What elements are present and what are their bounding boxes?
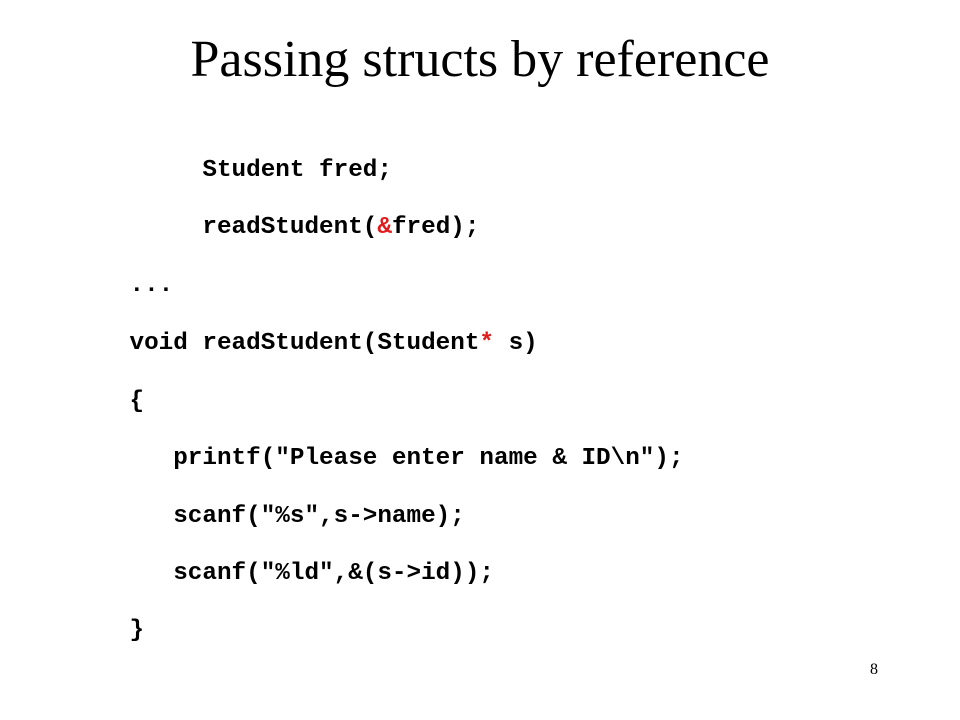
- code-segment: Student fred;: [129, 157, 392, 184]
- code-segment: ...: [129, 272, 174, 299]
- code-line: {: [42, 351, 144, 415]
- code-segment: scanf("%s",s->name);: [129, 503, 465, 530]
- code-line: void readStudent(Student* s): [42, 293, 537, 357]
- code-segment: s): [494, 330, 538, 357]
- code-line: Student fred;: [42, 120, 392, 184]
- code-segment: void readStudent(Student: [129, 330, 480, 357]
- slide-title: Passing structs by reference: [190, 31, 770, 88]
- address-of-operator: &: [377, 214, 392, 241]
- code-line: ...: [42, 235, 173, 299]
- code-segment: readStudent(: [129, 214, 378, 241]
- code-segment: fred);: [391, 214, 480, 241]
- code-line: readStudent(&fred);: [42, 177, 479, 241]
- pointer-operator: *: [479, 330, 495, 357]
- code-line: }: [42, 580, 144, 644]
- code-segment: }: [129, 617, 145, 644]
- code-line: printf("Please enter name & ID\n");: [42, 408, 683, 472]
- code-line: scanf("%s",s->name);: [42, 466, 465, 530]
- code-line: scanf("%ld",&(s->id));: [42, 523, 494, 587]
- code-segment: scanf("%ld",&(s->id));: [129, 560, 494, 587]
- code-segment: printf("Please enter name & ID\n");: [129, 445, 684, 472]
- page-number: 8: [870, 661, 878, 678]
- code-segment: {: [129, 388, 145, 415]
